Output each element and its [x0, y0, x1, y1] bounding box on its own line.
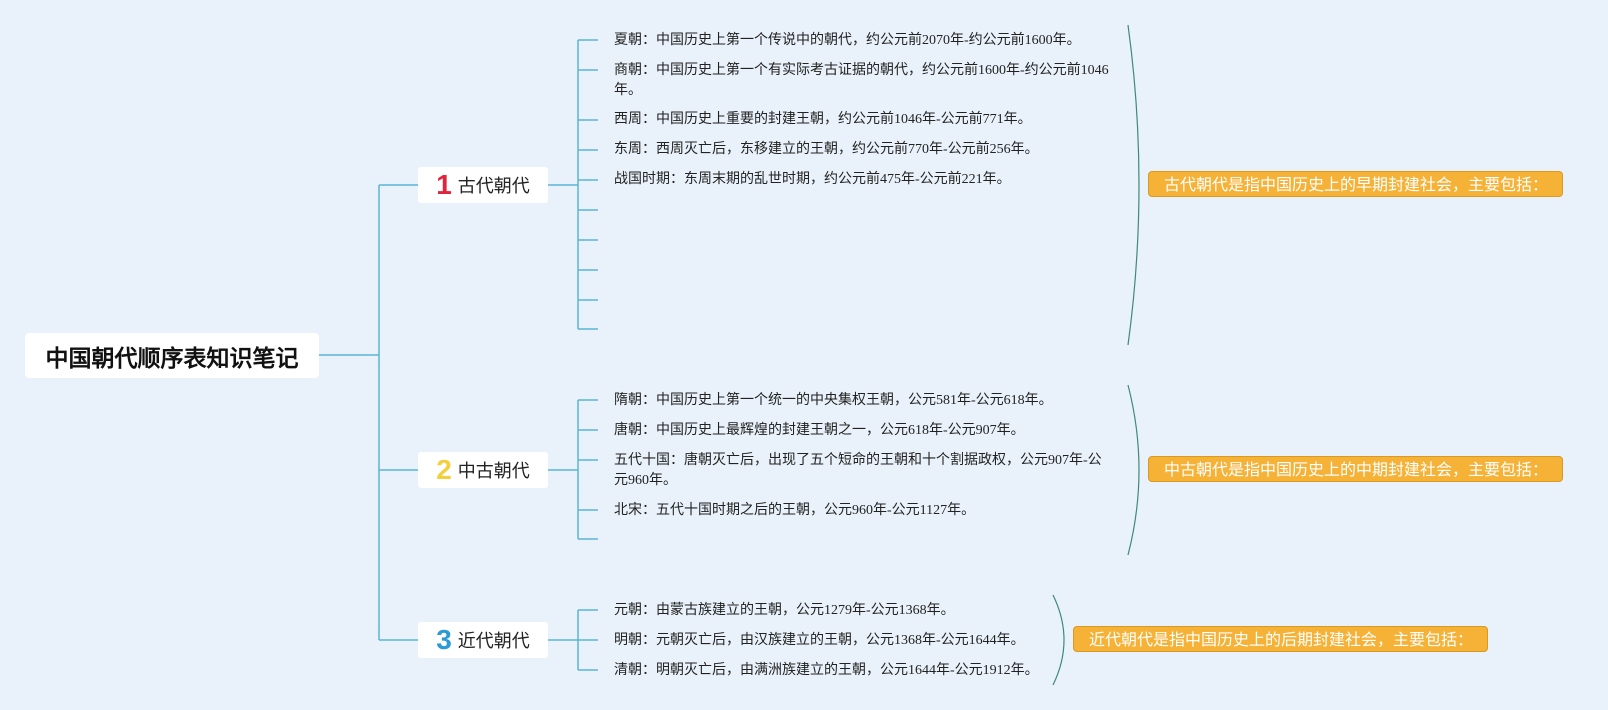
leaf-five-dynasties[interactable]: 五代十国：唐朝灭亡后，出现了五个短命的王朝和十个割据政权，公元907年-公元96… [614, 453, 1102, 488]
leaf-western-zhou[interactable]: 西周：中国历史上重要的封建王朝，约公元前1046年-公元前771年。 [614, 112, 1032, 127]
number-two-icon: 2 [436, 454, 452, 485]
summary-bracket-1 [1127, 24, 1140, 346]
summary-modern[interactable]: 近代朝代是指中国历史上的后期封建社会，主要包括： [1073, 626, 1488, 652]
summary-ancient[interactable]: 古代朝代是指中国历史上的早期封建社会，主要包括： [1148, 171, 1563, 197]
branch-label: 古代朝代 [457, 176, 530, 197]
leaf-shang[interactable]: 商朝：中国历史上第一个有实际考古证据的朝代，约公元前1600年-约公元前1046… [614, 63, 1109, 98]
leaf-warring-states[interactable]: 战国时期：东周末期的乱世时期，约公元前475年-公元前221年。 [614, 172, 1011, 187]
root-title: 中国朝代顺序表知识笔记 [45, 345, 299, 372]
leaf-qing[interactable]: 清朝：明朝灭亡后，由满洲族建立的王朝，公元1644年-公元1912年。 [614, 663, 1039, 678]
summary-medieval[interactable]: 中古朝代是指中国历史上的中期封建社会，主要包括： [1148, 456, 1563, 482]
branch-label: 中古朝代 [457, 461, 530, 482]
leaf-ming[interactable]: 明朝：元朝灭亡后，由汉族建立的王朝，公元1368年-公元1644年。 [614, 633, 1025, 648]
number-three-icon: 3 [436, 624, 452, 655]
leaf-sui[interactable]: 隋朝：中国历史上第一个统一的中央集权王朝，公元581年-公元618年。 [614, 393, 1053, 408]
leaf-eastern-zhou[interactable]: 东周：西周灭亡后，东移建立的王朝，约公元前770年-公元前256年。 [614, 142, 1039, 157]
branch-label: 近代朝代 [457, 631, 530, 652]
summary-bracket-3 [1052, 594, 1065, 686]
leaf-xia[interactable]: 夏朝：中国历史上第一个传说中的朝代，约公元前2070年-约公元前1600年。 [614, 33, 1081, 48]
summary-bracket-2 [1127, 384, 1140, 556]
branch-ancient-dynasties[interactable]: 1 古代朝代 [418, 167, 548, 203]
leaf-yuan[interactable]: 元朝：由蒙古族建立的王朝，公元1279年-公元1368年。 [614, 603, 955, 618]
branch-medieval-dynasties[interactable]: 2 中古朝代 [418, 452, 548, 488]
leaf-tang[interactable]: 唐朝：中国历史上最辉煌的封建王朝之一，公元618年-公元907年。 [614, 423, 1025, 438]
number-one-icon: 1 [436, 169, 452, 200]
branch-modern-dynasties[interactable]: 3 近代朝代 [418, 622, 548, 658]
leaf-northern-song[interactable]: 北宋：五代十国时期之后的王朝，公元960年-公元1127年。 [614, 503, 976, 518]
root-topic[interactable]: 中国朝代顺序表知识笔记 [25, 333, 319, 378]
